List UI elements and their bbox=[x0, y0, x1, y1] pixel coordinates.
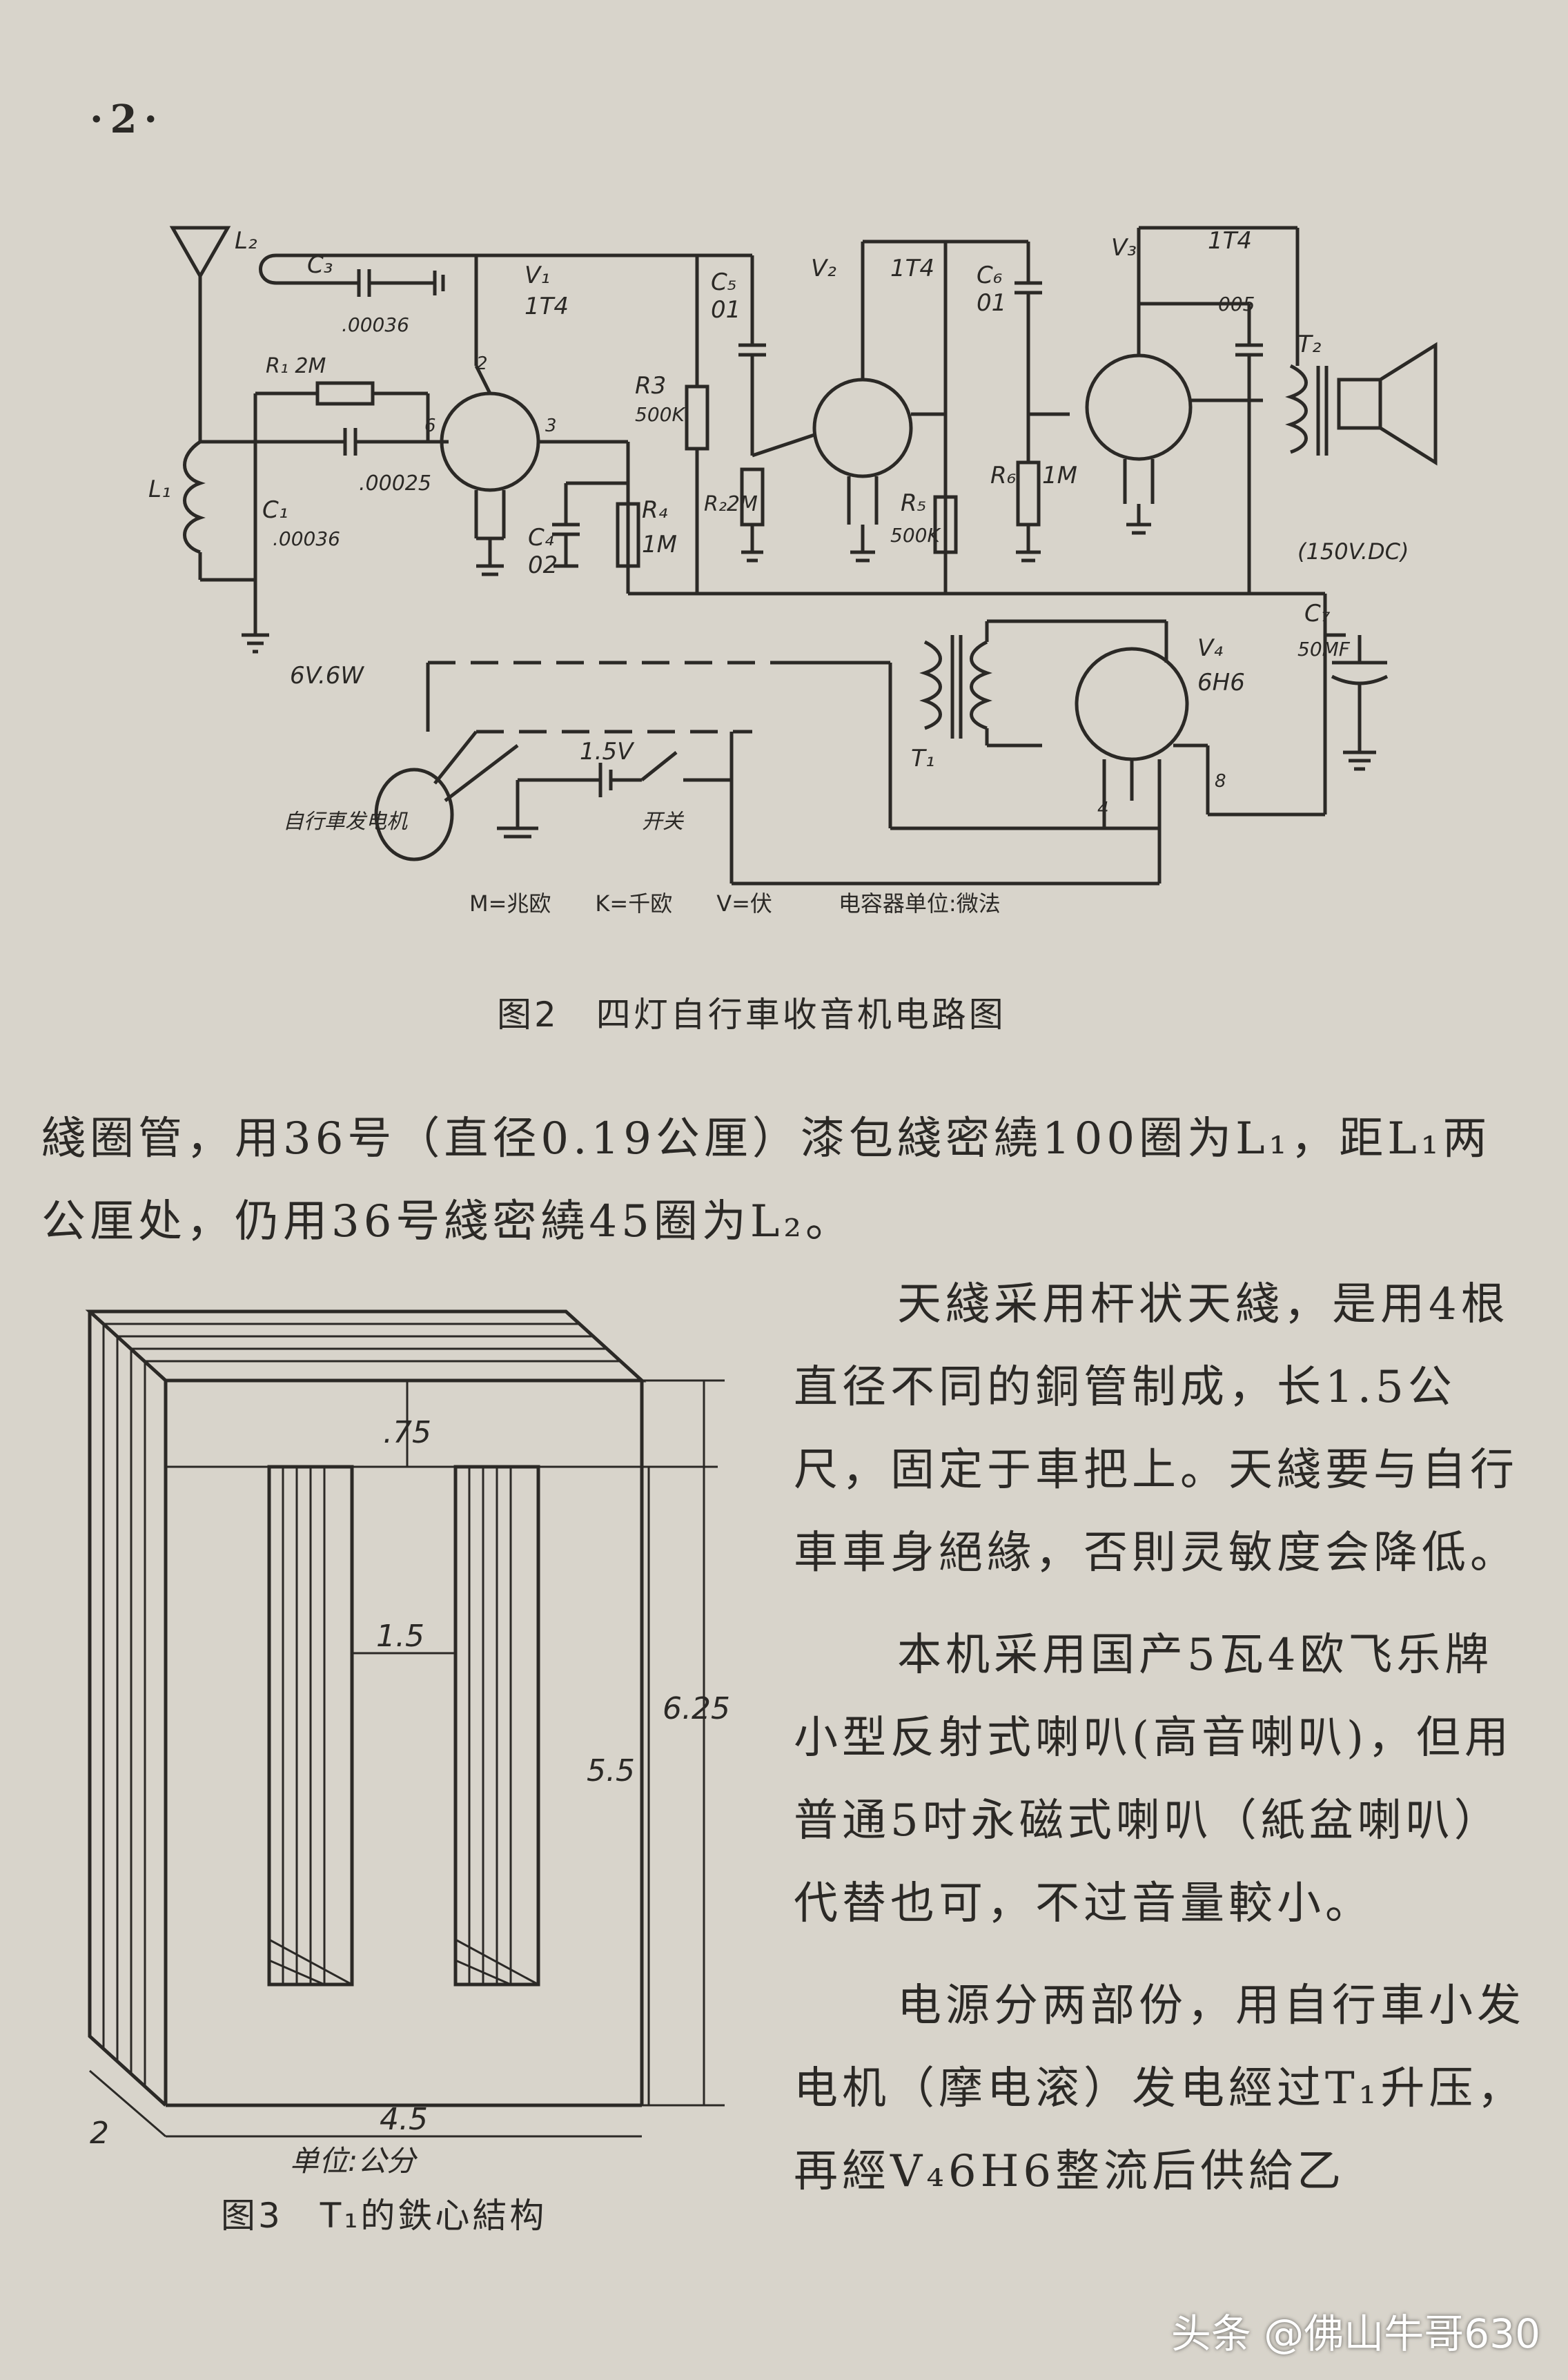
label-c4-value: 02 bbox=[528, 552, 558, 579]
figure2-caption: 图2 四灯自行車收音机电路图 bbox=[497, 995, 1006, 1035]
label-c3: C₃ bbox=[307, 251, 333, 279]
label-v4-type: 6H6 bbox=[1197, 669, 1245, 696]
label-v2: V₂ bbox=[811, 255, 836, 282]
pin-v1-3: 3 bbox=[545, 416, 557, 436]
label-c5: C₅ bbox=[711, 269, 736, 296]
right-column-text: 天綫采用杆状天綫，是用4根直径不同的銅管制成，长1.5公尺，固定于車把上。天綫要… bbox=[794, 1263, 1539, 2213]
label-t2: T₂ bbox=[1297, 331, 1322, 358]
paragraph-speaker: 本机采用国产5瓦4欧飞乐牌小型反射式喇叭(高音喇叭)，但用普通5吋永磁式喇叭（紙… bbox=[794, 1630, 1513, 1929]
label-v1: V₁ bbox=[525, 262, 550, 289]
label-bicycle-generator: 自行車发电机 bbox=[283, 810, 408, 834]
pin-v1-6: 6 bbox=[424, 416, 436, 436]
label-t1: T₁ bbox=[911, 745, 934, 772]
page-number: ·2· bbox=[90, 97, 164, 142]
label-generator-power: 6V.6W bbox=[290, 662, 364, 690]
core-structure-svg: .75 1.5 6.25 5.5 2 4.5 单位:公分 bbox=[85, 1309, 730, 2178]
label-v1-type: 1T4 bbox=[525, 293, 569, 320]
dim-inner: 5.5 bbox=[587, 1753, 635, 1788]
label-r4-value: 1M bbox=[642, 531, 677, 558]
label-r5: R₅ bbox=[901, 489, 926, 517]
pin-v4-8: 8 bbox=[1215, 771, 1226, 792]
label-c2-value: .00025 bbox=[359, 471, 431, 496]
label-l1: L₁ bbox=[148, 476, 171, 503]
dim-unit: 单位:公分 bbox=[290, 2144, 418, 2174]
label-c5-value: 01 bbox=[711, 296, 741, 324]
label-c1-value: .00036 bbox=[273, 527, 340, 550]
paragraph-power: 电源分两部份，用自行車小发电机（摩电滚）发电經过T₁升压，再經V₄6H6整流后供… bbox=[794, 1980, 1526, 2197]
circuit-diagram-svg: L₂ C₃ .00036 V₁ 1T4 R₁ 2M .00025 L₁ C₁ .… bbox=[148, 226, 1438, 917]
label-v3: V₃ bbox=[1111, 234, 1137, 262]
label-c7: C₇ bbox=[1304, 600, 1331, 627]
label-r1: R₁ 2M bbox=[266, 354, 326, 378]
core-structure-diagram: .75 1.5 6.25 5.5 2 4.5 单位:公分 bbox=[62, 1277, 752, 2178]
paragraph-antenna: 天綫采用杆状天綫，是用4根直径不同的銅管制成，长1.5公尺，固定于車把上。天綫要… bbox=[794, 1279, 1518, 1579]
pin-v4-4: 4 bbox=[1097, 799, 1109, 819]
label-r6: R₆ bbox=[990, 462, 1016, 489]
label-r6-value: 1M bbox=[1042, 462, 1077, 489]
label-c6-value: 01 bbox=[977, 289, 1006, 317]
dim-top: .75 bbox=[383, 1415, 431, 1450]
label-c6: C₆ bbox=[977, 262, 1002, 289]
label-r4: R₄ bbox=[642, 496, 668, 524]
label-c4: C₄ bbox=[528, 524, 554, 552]
pin-v1-2: 2 bbox=[476, 353, 488, 374]
dim-outer: 6.25 bbox=[663, 1691, 730, 1726]
label-c3-value: .00036 bbox=[342, 313, 409, 336]
label-c8-value: 005 bbox=[1218, 293, 1255, 315]
label-l2: L₂ bbox=[235, 227, 257, 255]
label-c7-value: 50MF bbox=[1297, 638, 1351, 661]
dim-gap: 1.5 bbox=[376, 1619, 424, 1654]
label-switch: 开关 bbox=[642, 810, 685, 834]
paragraph-coil: 綫圈管，用36号（直径0.19公厘）漆包綫密繞100圈为L₁，距L₁两公厘处，仍… bbox=[41, 1113, 1491, 1247]
circuit-diagram: L₂ C₃ .00036 V₁ 1T4 R₁ 2M .00025 L₁ C₁ .… bbox=[131, 207, 1456, 939]
watermark: 头条 @佛山牛哥630 bbox=[1170, 2310, 1540, 2357]
label-battery: 1.5V bbox=[580, 738, 635, 765]
label-r3-value: 500K bbox=[635, 403, 686, 426]
label-v4: V₄ bbox=[1197, 634, 1223, 662]
label-r3: R3 bbox=[635, 372, 666, 400]
dim-width: 4.5 bbox=[380, 2102, 428, 2137]
dim-depth: 2 bbox=[90, 2116, 109, 2151]
label-r2: R₂2M bbox=[704, 492, 758, 516]
label-dc: (150V.DC) bbox=[1297, 538, 1409, 565]
label-c1: C₁ bbox=[262, 496, 288, 524]
label-r5-value: 500K bbox=[890, 524, 941, 547]
label-v2-type: 1T4 bbox=[890, 255, 934, 282]
label-v3-type: 1T4 bbox=[1208, 227, 1252, 255]
diagram-legend: M=兆欧 K=千欧 V=伏 电容器单位:微法 bbox=[469, 890, 1001, 917]
figure3-caption: 图3 T₁的鉄心結构 bbox=[221, 2196, 547, 2236]
